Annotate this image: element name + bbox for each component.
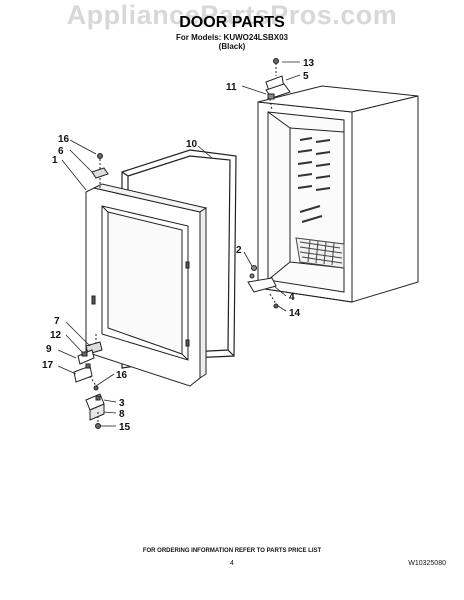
callout-12: 12 bbox=[50, 330, 62, 341]
cabinet-side bbox=[351, 95, 419, 303]
callout-1: 1 bbox=[52, 155, 58, 166]
page-title: DOOR PARTS bbox=[179, 14, 285, 31]
callout-17: 17 bbox=[42, 360, 54, 371]
callout-7: 7 bbox=[54, 316, 60, 327]
callout-14: 14 bbox=[289, 308, 301, 319]
cabinet-vents bbox=[297, 137, 331, 223]
ordering-note: FOR ORDERING INFORMATION REFER TO PARTS … bbox=[142, 548, 322, 554]
callout-8: 8 bbox=[119, 409, 125, 420]
callout-16-bottom: 16 bbox=[116, 370, 128, 381]
bottom-bracket bbox=[85, 393, 105, 429]
callout-16-top: 16 bbox=[58, 134, 70, 145]
callout-2: 2 bbox=[236, 245, 242, 256]
page-number: 4 bbox=[230, 560, 234, 567]
callout-3: 3 bbox=[119, 398, 125, 409]
models-line: For Models: KUWO24LSBX03 bbox=[175, 33, 288, 42]
document-number: W10325080 bbox=[408, 560, 446, 567]
callout-13: 13 bbox=[303, 58, 315, 69]
callout-9: 9 bbox=[46, 344, 52, 355]
callout-4: 4 bbox=[289, 292, 295, 303]
watermark: AppliancePartsPros.com bbox=[66, 0, 398, 30]
callout-6: 6 bbox=[58, 146, 64, 157]
callout-5: 5 bbox=[303, 71, 309, 82]
door-frame bbox=[85, 183, 208, 387]
leader-lines bbox=[57, 61, 301, 427]
callout-11: 11 bbox=[226, 82, 237, 93]
callout-10: 10 bbox=[186, 139, 198, 150]
cabinet-grille bbox=[295, 237, 345, 269]
color-note: (Black) bbox=[218, 42, 246, 51]
cabinet-bottom-hinge bbox=[247, 265, 279, 309]
cabinet bbox=[257, 85, 419, 303]
callout-15: 15 bbox=[119, 422, 131, 433]
door-bottom-hardware bbox=[73, 334, 103, 391]
door-top-hardware bbox=[91, 153, 109, 188]
top-hinge bbox=[265, 58, 291, 111]
